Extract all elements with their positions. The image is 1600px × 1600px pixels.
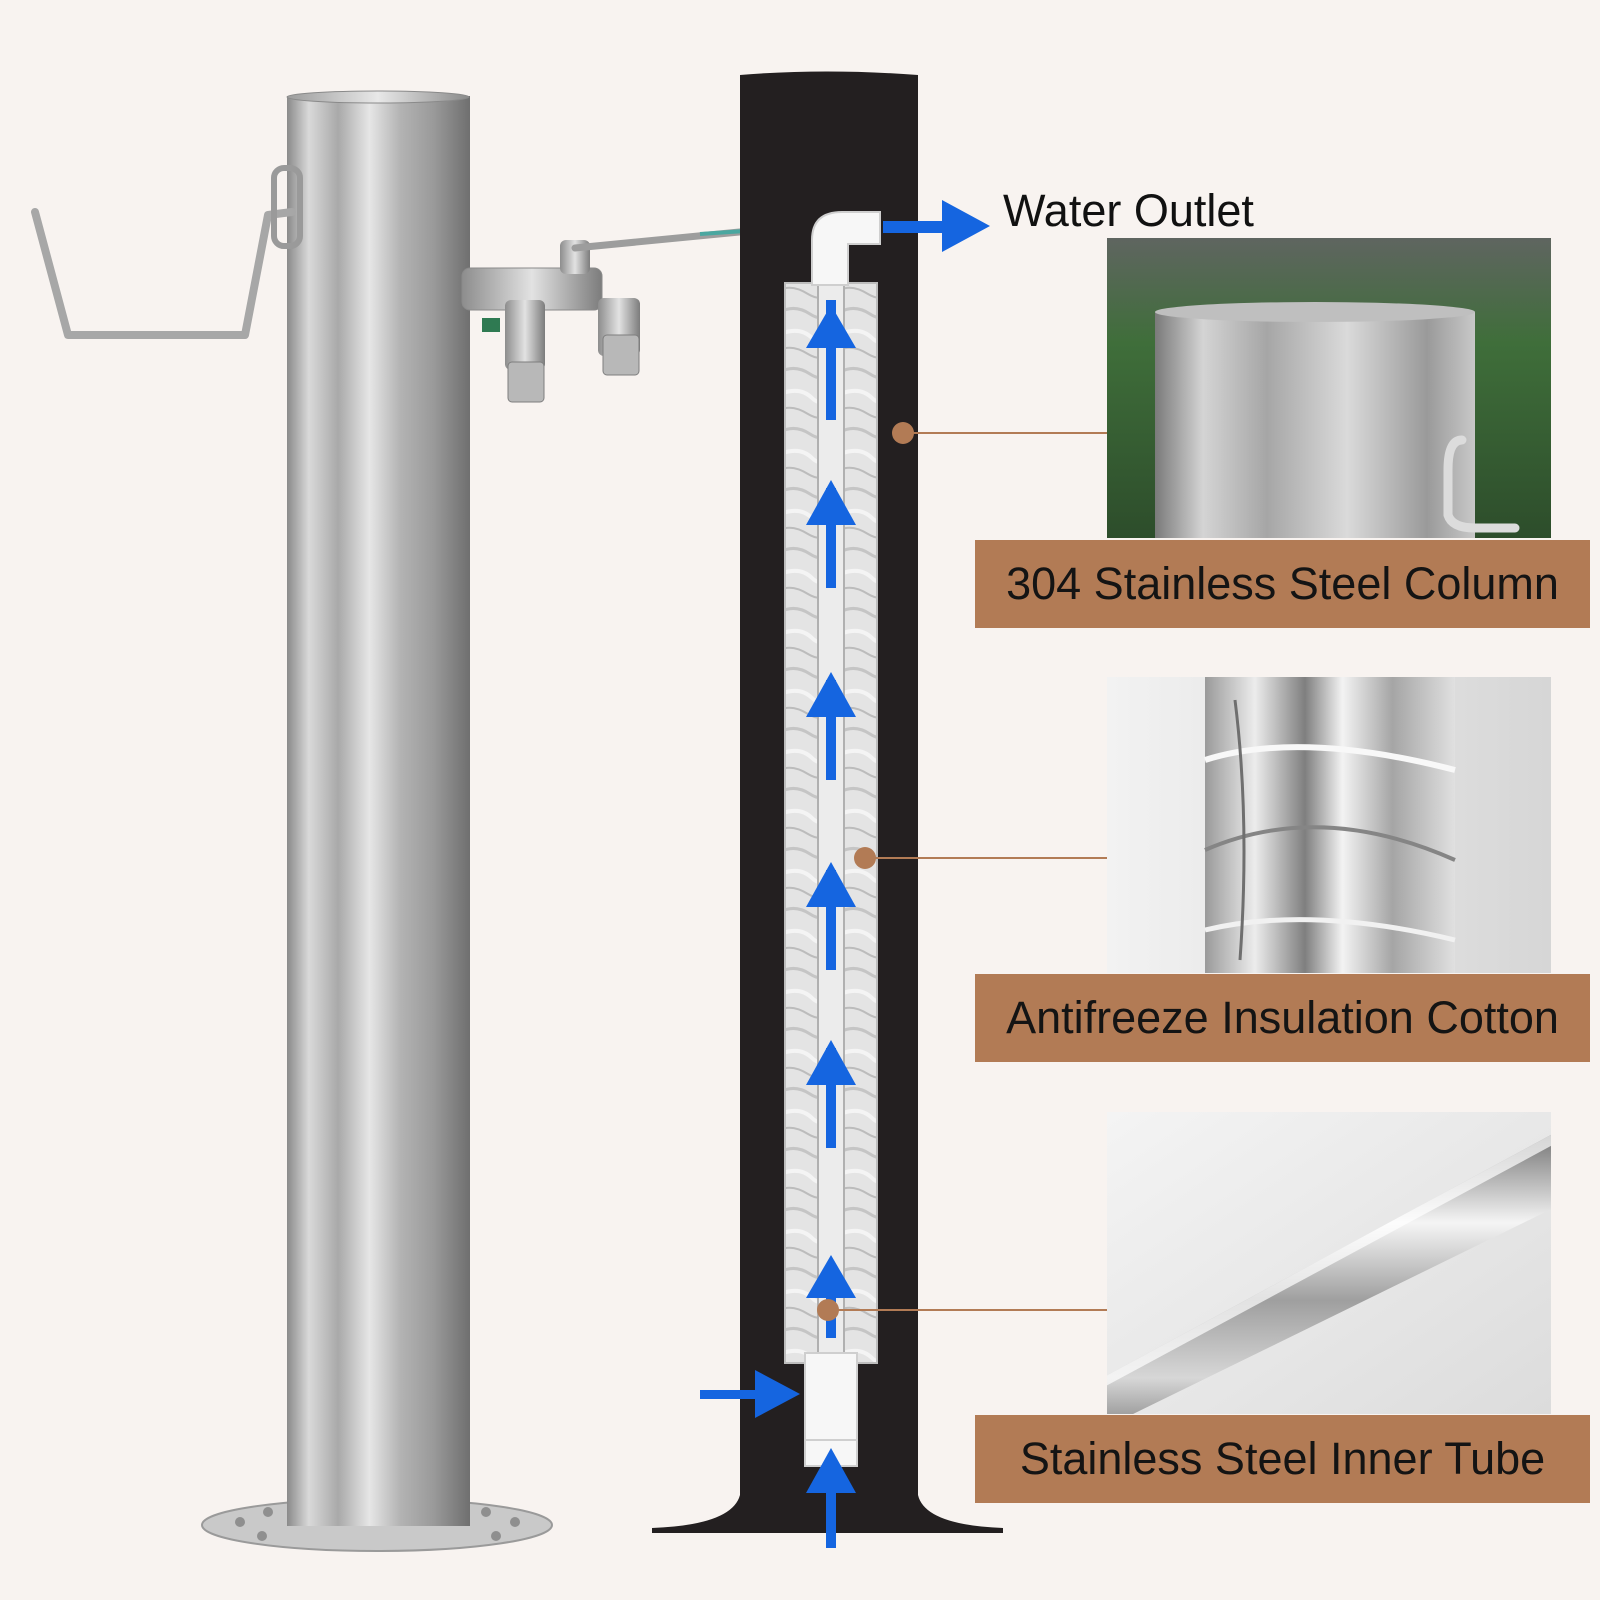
flow-arrow-6	[806, 1255, 856, 1298]
insulation-label: Antifreeze Insulation Cotton	[975, 974, 1590, 1062]
cross-section	[652, 71, 1107, 1548]
leader-dot-inner-tube	[817, 1299, 839, 1321]
inner-tube-label: Stainless Steel Inner Tube	[975, 1415, 1590, 1503]
leader-dot-column	[892, 422, 914, 444]
outlet-arrow-icon	[942, 200, 990, 252]
garden-tap	[461, 226, 764, 403]
flow-arrow-5	[806, 1040, 856, 1085]
flow-arrow-4	[806, 862, 856, 907]
standpipe-column	[287, 96, 470, 1526]
flow-arrow-3	[806, 672, 856, 717]
photo-inner-tube-detail	[1107, 1112, 1551, 1414]
leader-dot-insulation	[854, 847, 876, 869]
photo-insulation-detail	[1107, 677, 1551, 973]
standpipe-top-rim	[286, 90, 470, 104]
outlet-elbow	[811, 211, 881, 286]
flow-arrow-2	[806, 480, 856, 525]
base-plate-holes	[235, 1507, 520, 1541]
inlet-arrow-icon	[755, 1370, 800, 1418]
photo-column-detail	[1107, 238, 1551, 538]
leader-lines	[828, 432, 1107, 1311]
water-outlet-label: Water Outlet	[1003, 185, 1254, 236]
hanger-bracket	[271, 165, 303, 249]
flow-arrow-1	[806, 305, 856, 348]
standpipe-product	[31, 90, 764, 1552]
inner-tube-section	[817, 282, 845, 1364]
hose-hanger	[31, 208, 296, 339]
flow-arrow-7	[806, 1448, 856, 1493]
column-label: 304 Stainless Steel Column	[975, 540, 1590, 628]
